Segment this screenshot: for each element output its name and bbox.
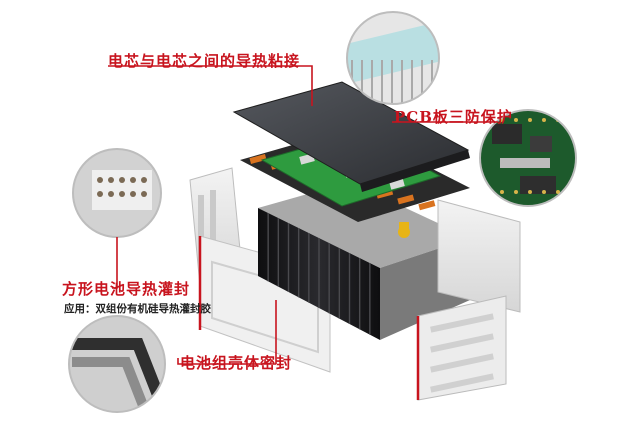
leader-lines: [108, 65, 498, 365]
cell-terminal-dot: [108, 177, 114, 183]
cell-terminal-dot: [130, 177, 136, 183]
thumb-pcb: [479, 109, 577, 207]
callout-cell-potting: 方形电池导热灌封: [62, 280, 191, 298]
cell-terminal-dot: [119, 177, 125, 183]
pcb-solder-dot: [542, 118, 546, 122]
pcb-solder-dot: [528, 118, 532, 122]
cell-terminal-dot: [97, 177, 103, 183]
busbar: [418, 200, 436, 211]
cell-terminal-dot: [130, 191, 136, 197]
cell-terminal-dot: [141, 177, 147, 183]
cell-terminal-dot: [97, 191, 103, 197]
callout-cell-bonding: 电芯与电芯之间的导热粘接: [108, 52, 301, 70]
cell-dividers: [267, 213, 371, 335]
pcb-solder-dot: [514, 190, 518, 194]
application-note: 应用：双组份有机硅导热灌封胶: [64, 303, 211, 315]
callout-housing-seal: 电池组壳体密封: [180, 354, 293, 372]
cell-terminal-dot: [119, 191, 125, 197]
pcb-solder-dot: [528, 190, 532, 194]
right-end-plate: [416, 295, 507, 401]
pcb-solder-dot: [486, 190, 490, 194]
pcb-solder-dot: [556, 190, 560, 194]
cell-terminal-dot: [141, 191, 147, 197]
pcb-solder-dot: [542, 190, 546, 194]
pcb-solder-dot: [500, 190, 504, 194]
thumb-left: [72, 148, 162, 238]
right-side-panel: [437, 199, 521, 313]
pcb-solder-dot: [514, 118, 518, 122]
callout-pcb-protection: PCB板三防保护: [394, 108, 513, 126]
thumb-seal: [68, 315, 166, 413]
thumb-top: [346, 11, 440, 105]
top-cover: [232, 81, 470, 192]
busbar: [397, 194, 415, 205]
busbar: [249, 154, 267, 164]
cell-terminal-dot: [108, 191, 114, 197]
